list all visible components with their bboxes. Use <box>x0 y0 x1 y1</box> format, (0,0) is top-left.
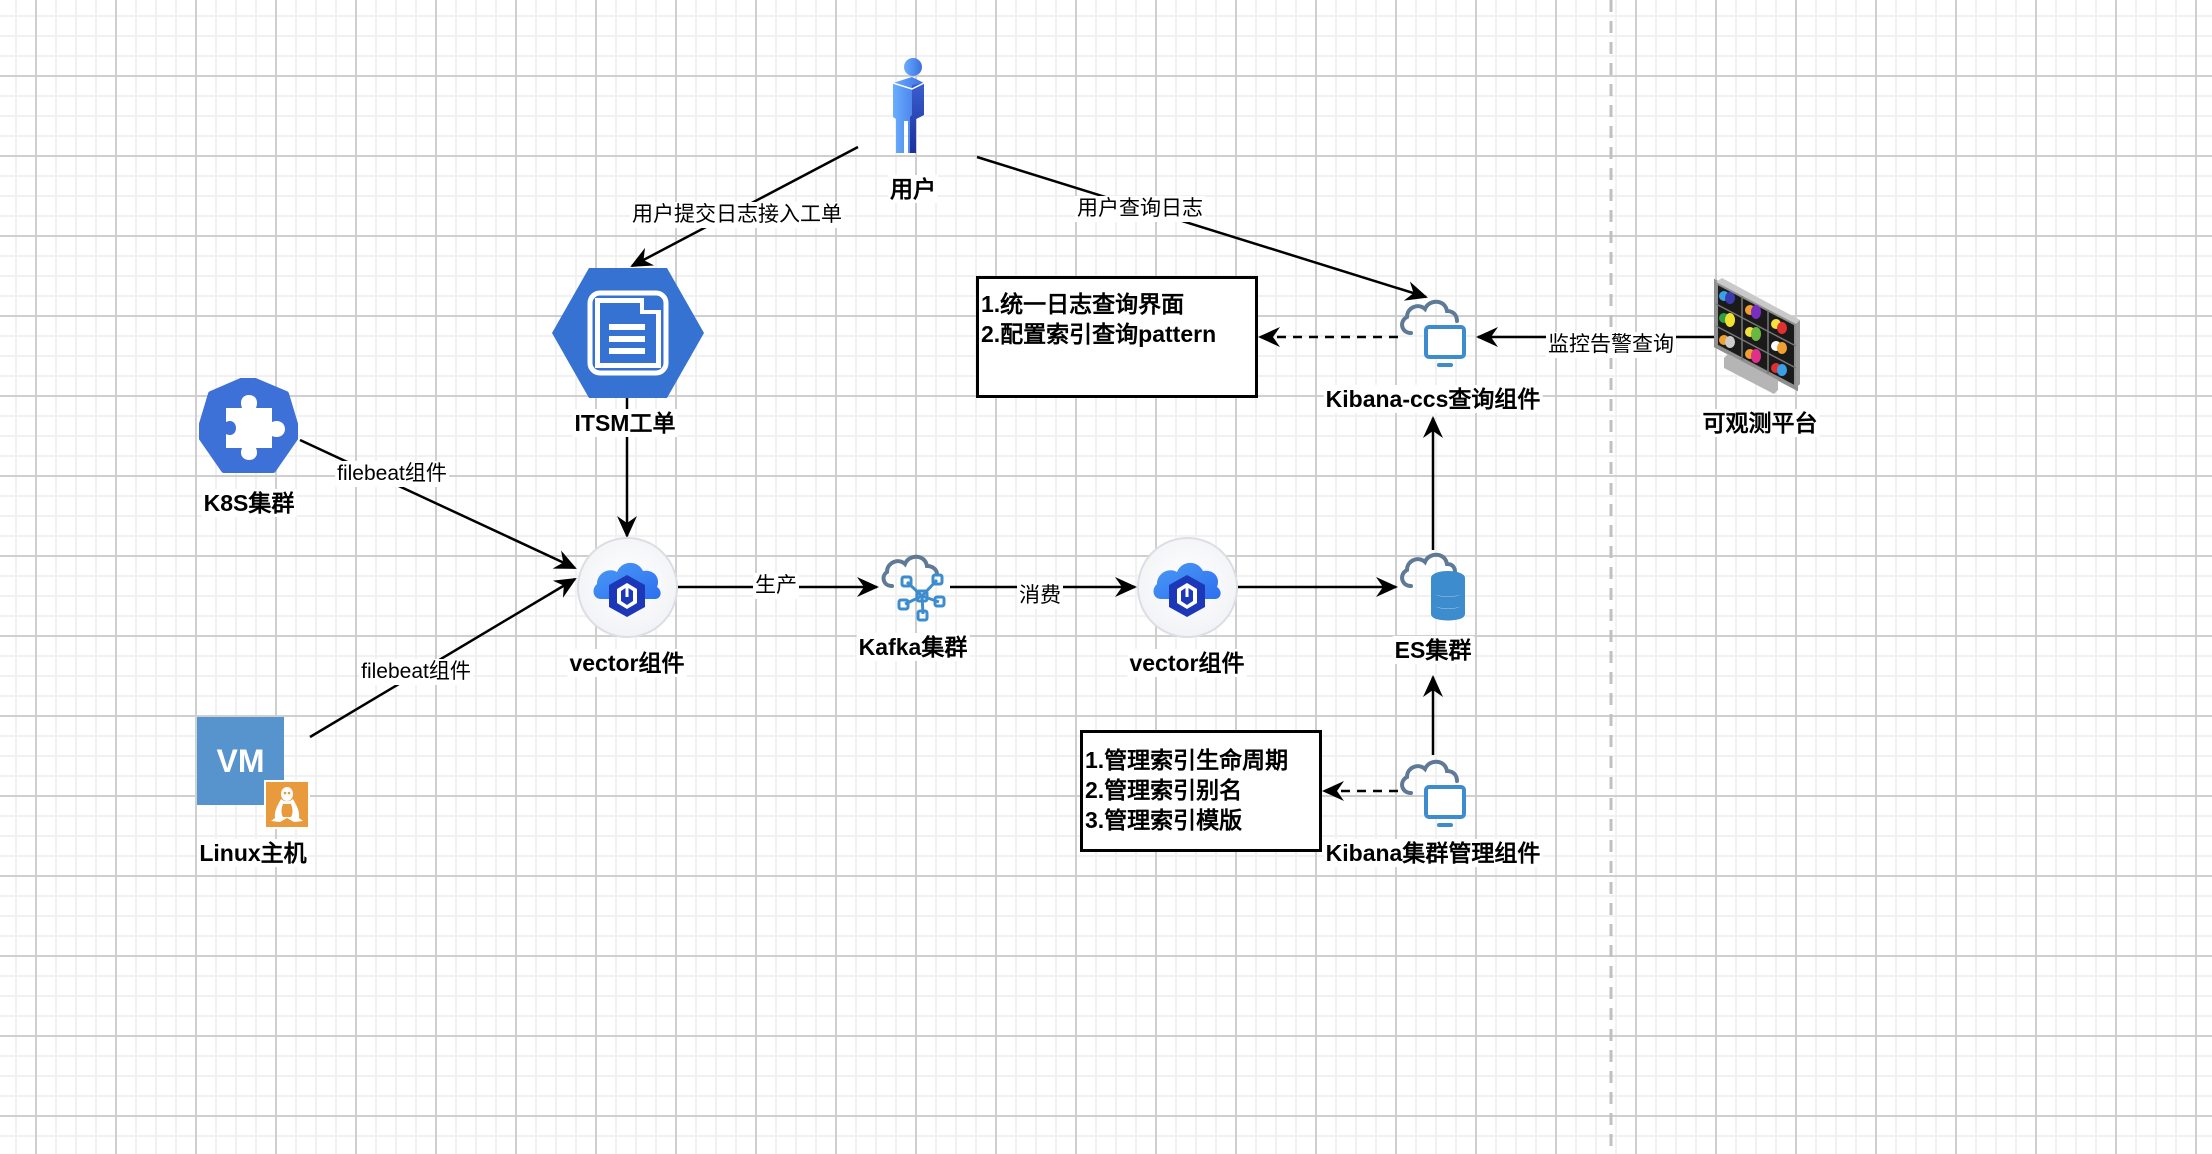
note-line: 3.管理索引模版 <box>1085 807 1243 833</box>
kibana-mgmt-node[interactable] <box>1397 753 1469 833</box>
document-hexagon-icon <box>552 268 704 398</box>
kafka-node[interactable] <box>877 552 949 624</box>
kafka-cloud-network-icon <box>881 554 946 622</box>
edge-label-user-itsm: 用户提交日志接入工单 <box>630 202 844 228</box>
linux-penguin-icon <box>264 780 310 829</box>
vector-consumer-label: vector组件 <box>1127 649 1247 677</box>
edge-user-kibana-ccs[interactable] <box>976 155 1428 301</box>
vector-consumer-node[interactable] <box>1137 537 1238 638</box>
user-label: 用户 <box>888 175 938 203</box>
note-line: 2.管理索引别名 <box>1085 777 1243 803</box>
kibana-ccs-note: 1.统一日志查询界面 2.配置索引查询pattern <box>976 276 1258 398</box>
observability-label: 可观测平台 <box>1700 409 1820 437</box>
k8s-node[interactable] <box>196 375 301 476</box>
edge-label-consume: 消费 <box>1017 583 1063 609</box>
cloud-database-icon <box>1400 552 1465 621</box>
observability-node[interactable] <box>1714 276 1802 396</box>
edge-linux-vector[interactable] <box>309 577 577 739</box>
edge-label-linux-filebeat: filebeat组件 <box>359 659 473 685</box>
kibana-ccs-label: Kibana-ccs查询组件 <box>1323 385 1543 413</box>
itsm-label: ITSM工单 <box>572 409 678 437</box>
note-line: 1.统一日志查询界面 <box>981 291 1185 317</box>
user-node[interactable] <box>890 57 935 159</box>
cloud-monitor-icon <box>1400 759 1466 827</box>
es-label: ES集群 <box>1392 636 1474 664</box>
kafka-label: Kafka集群 <box>856 633 970 661</box>
vector-cloud-icon <box>1153 562 1221 617</box>
edge-label-k8s-filebeat: filebeat组件 <box>335 461 449 487</box>
person-icon <box>892 58 925 159</box>
video-wall-icon <box>1714 278 1800 394</box>
k8s-label: K8S集群 <box>201 489 297 517</box>
vector-cloud-icon <box>593 562 661 617</box>
edge-label-user-kibana: 用户查询日志 <box>1075 196 1205 222</box>
linux-node[interactable]: VM <box>197 717 310 829</box>
edge-label-monitor: 监控告警查询 <box>1546 332 1676 358</box>
cloud-monitor-icon <box>1400 299 1466 367</box>
note-line: 2.配置索引查询pattern <box>981 321 1217 347</box>
vector-producer-node[interactable] <box>577 537 678 638</box>
kibana-mgmt-note: 1.管理索引生命周期 2.管理索引别名 3.管理索引模版 <box>1080 730 1322 852</box>
itsm-node[interactable] <box>552 268 704 398</box>
kibana-mgmt-label: Kibana集群管理组件 <box>1323 839 1543 867</box>
puzzle-heptagon-icon <box>196 375 301 473</box>
note-line: 1.管理索引生命周期 <box>1085 747 1289 773</box>
es-node[interactable] <box>1397 550 1469 625</box>
edge-label-produce: 生产 <box>753 573 799 599</box>
linux-label: Linux主机 <box>197 839 309 867</box>
kibana-ccs-node[interactable] <box>1397 293 1469 373</box>
vector-producer-label: vector组件 <box>567 649 687 677</box>
edge-k8s-vector[interactable] <box>299 438 577 570</box>
